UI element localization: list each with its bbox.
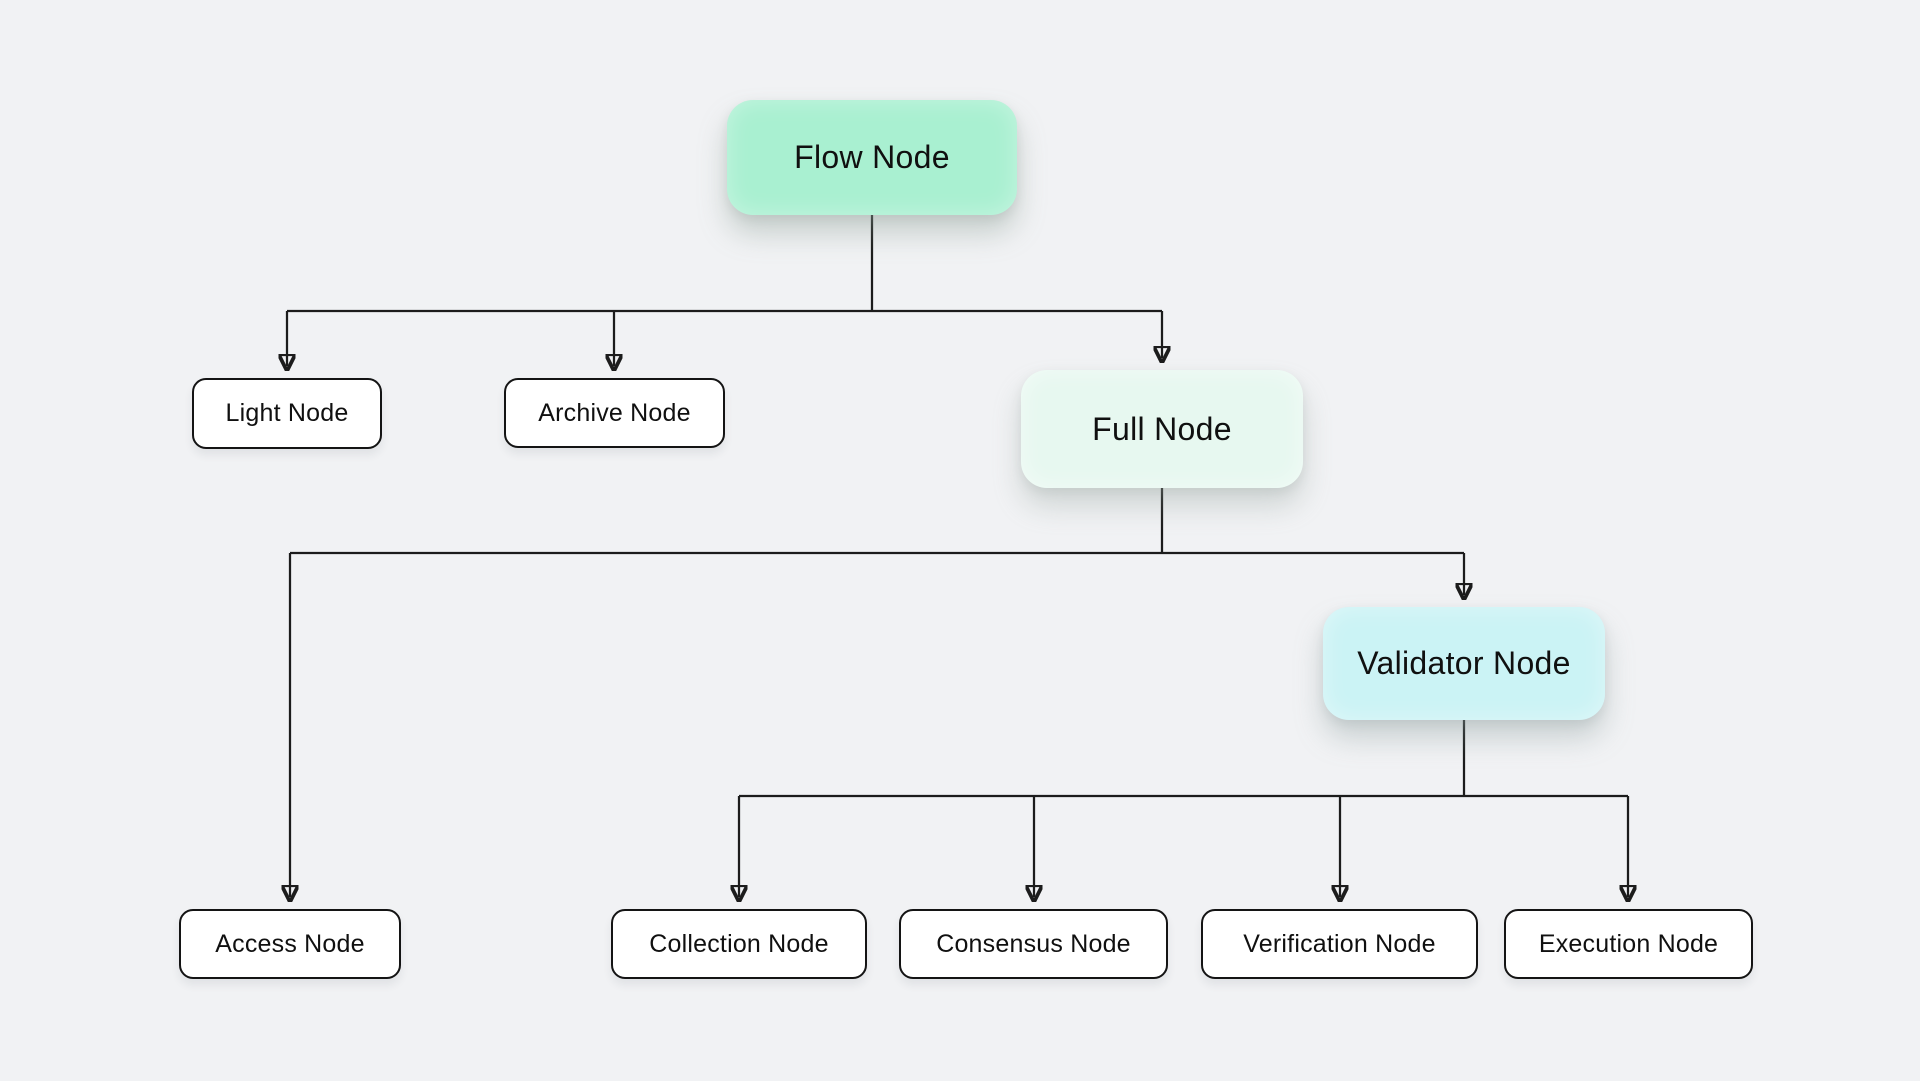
node-label: Verification Node bbox=[1243, 929, 1436, 958]
diagram-node-full: Full Node bbox=[1021, 370, 1303, 488]
node-label: Consensus Node bbox=[936, 929, 1131, 958]
diagram-node-flow: Flow Node bbox=[727, 100, 1017, 215]
diagram-node-validator: Validator Node bbox=[1323, 607, 1605, 720]
node-label: Archive Node bbox=[538, 398, 691, 427]
diagram-node-collection: Collection Node bbox=[611, 909, 867, 979]
node-label: Collection Node bbox=[649, 929, 829, 958]
node-label: Full Node bbox=[1092, 410, 1232, 447]
diagram-node-execution: Execution Node bbox=[1504, 909, 1753, 979]
node-label: Flow Node bbox=[794, 139, 950, 175]
diagram-node-verification: Verification Node bbox=[1201, 909, 1478, 979]
node-label: Light Node bbox=[225, 399, 349, 427]
node-label: Execution Node bbox=[1538, 929, 1719, 958]
diagram-node-light: Light Node bbox=[192, 378, 382, 449]
node-label: Validator Node bbox=[1357, 645, 1571, 681]
diagram-node-consensus: Consensus Node bbox=[899, 909, 1168, 979]
diagram-node-archive: Archive Node bbox=[504, 378, 725, 448]
diagram-node-access: Access Node bbox=[179, 909, 401, 979]
node-label: Access Node bbox=[215, 929, 365, 958]
